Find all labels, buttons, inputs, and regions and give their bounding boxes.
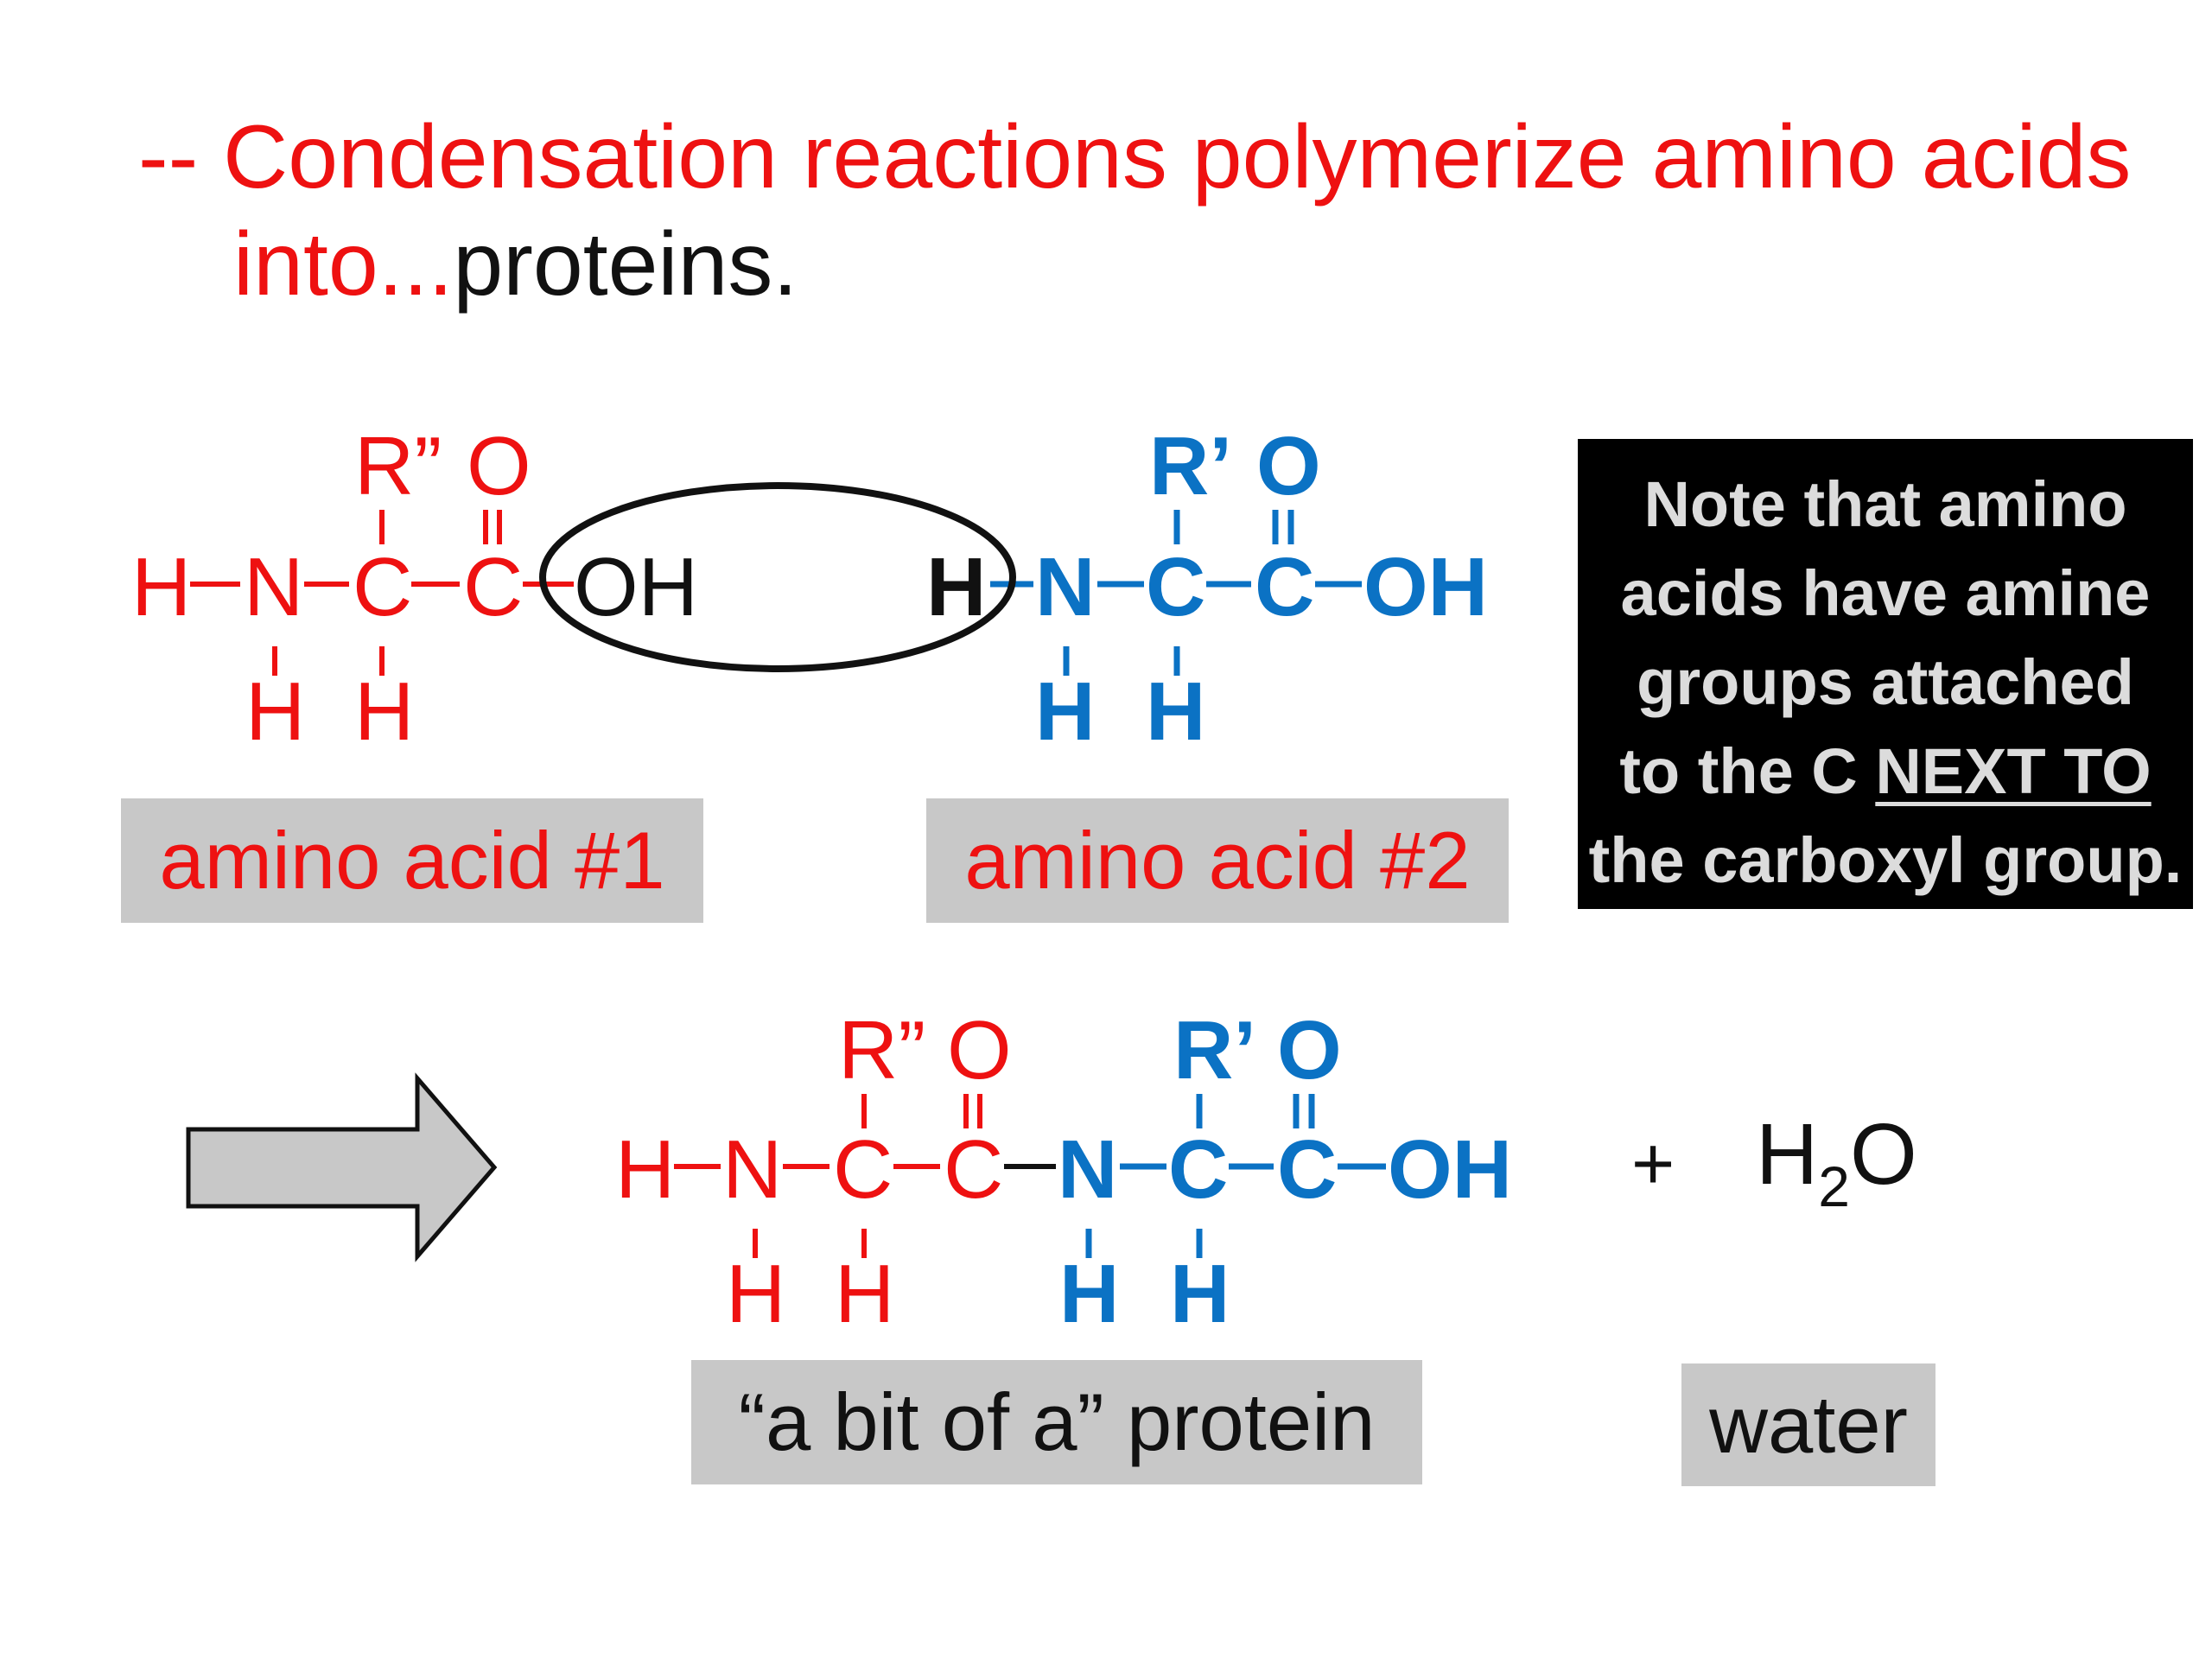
title-line-2: into...proteins.: [233, 219, 798, 309]
product-N1: N: [722, 1123, 782, 1216]
label-water-text: water: [1709, 1379, 1908, 1470]
water-O: O: [1850, 1106, 1917, 1203]
aa2-C-alpha: C: [1146, 541, 1205, 633]
product-C1-carbonyl: C: [944, 1123, 1003, 1216]
label-protein-text: “a bit of a” protein: [738, 1376, 1376, 1467]
product-N2: N: [1058, 1123, 1117, 1216]
water-formula: H2O: [1756, 1106, 1917, 1218]
note-line-3: groups attached: [1637, 646, 2134, 718]
product-H-below-C2: H: [1170, 1248, 1230, 1340]
aa2-H-below-C: H: [1146, 665, 1205, 758]
reaction-arrow: [186, 1072, 498, 1262]
aa2-N: N: [1035, 541, 1095, 633]
product-C1-alpha: C: [833, 1123, 893, 1216]
product-C2-alpha: C: [1168, 1123, 1228, 1216]
product-H-left: H: [615, 1123, 675, 1216]
aa1-H-left: H: [131, 541, 191, 633]
product-O1: O: [947, 1004, 1012, 1096]
product-OH: OH: [1388, 1123, 1512, 1216]
aa1-O: O: [467, 420, 531, 512]
product-R2: R’: [1173, 1004, 1256, 1096]
note-line-2: acids have amine: [1620, 557, 2151, 629]
aa1-R: R”: [354, 420, 442, 512]
title-line-1: -- Condensation reactions polymerize ami…: [138, 112, 2131, 202]
product-red-part: R” O H N C C H H: [615, 1004, 1012, 1340]
aa2-O: O: [1256, 420, 1321, 512]
note-box: Note that amino acids have amine groups …: [1578, 439, 2193, 909]
aa1-H-below-C: H: [354, 665, 414, 758]
plus-sign: +: [1631, 1122, 1675, 1205]
aa2-C-carboxyl: C: [1255, 541, 1314, 633]
note-line-4-a: to the C: [1619, 735, 1876, 807]
aa2-H-below-N: H: [1035, 665, 1095, 758]
water-H: H: [1756, 1106, 1818, 1203]
product-R1: R”: [838, 1004, 925, 1096]
title-into: into...: [233, 214, 454, 315]
water-subscript-2: 2: [1818, 1154, 1850, 1218]
aa2-OH: OH: [1363, 541, 1488, 633]
note-line-1: Note that amino: [1643, 468, 2127, 540]
note-next-to: NEXT TO: [1875, 735, 2152, 807]
product-H-below-N2: H: [1059, 1248, 1119, 1340]
note-line-5: the carboxyl group.: [1588, 824, 2183, 896]
water-removal-ellipse: [539, 482, 1016, 672]
aa1-N: N: [244, 541, 303, 633]
product-O2: O: [1277, 1004, 1342, 1096]
product-blue-part: R’ O N C C OH H H: [1058, 1004, 1512, 1340]
note-line-4: to the C NEXT TO: [1578, 727, 2193, 816]
aa2-H-left: H: [926, 541, 986, 633]
label-amino-acid-1: amino acid #1: [121, 798, 703, 923]
label-water: water: [1681, 1363, 1936, 1486]
title-proteins: proteins.: [453, 214, 798, 315]
aa2-R: R’: [1149, 420, 1232, 512]
aa1-H-below-N: H: [245, 665, 305, 758]
aa1-C-alpha: C: [353, 541, 412, 633]
product-C2-carboxyl: C: [1277, 1123, 1337, 1216]
label-amino-acid-1-text: amino acid #1: [159, 815, 665, 906]
amino-acid-1-structure: R” O H N C C H H: [131, 420, 574, 758]
amino-acid-2-structure: R’ O N C C OH H H: [990, 420, 1488, 758]
title-line-1-text: -- Condensation reactions polymerize ami…: [138, 107, 2132, 207]
label-amino-acid-2-text: amino acid #2: [964, 815, 1471, 906]
aa1-C-carboxyl: C: [463, 541, 523, 633]
product-H-below-C1: H: [835, 1248, 894, 1340]
aa1-OH: OH: [574, 541, 698, 633]
label-protein: “a bit of a” protein: [691, 1360, 1422, 1484]
product-H-below-N1: H: [726, 1248, 785, 1340]
label-amino-acid-2: amino acid #2: [926, 798, 1509, 923]
